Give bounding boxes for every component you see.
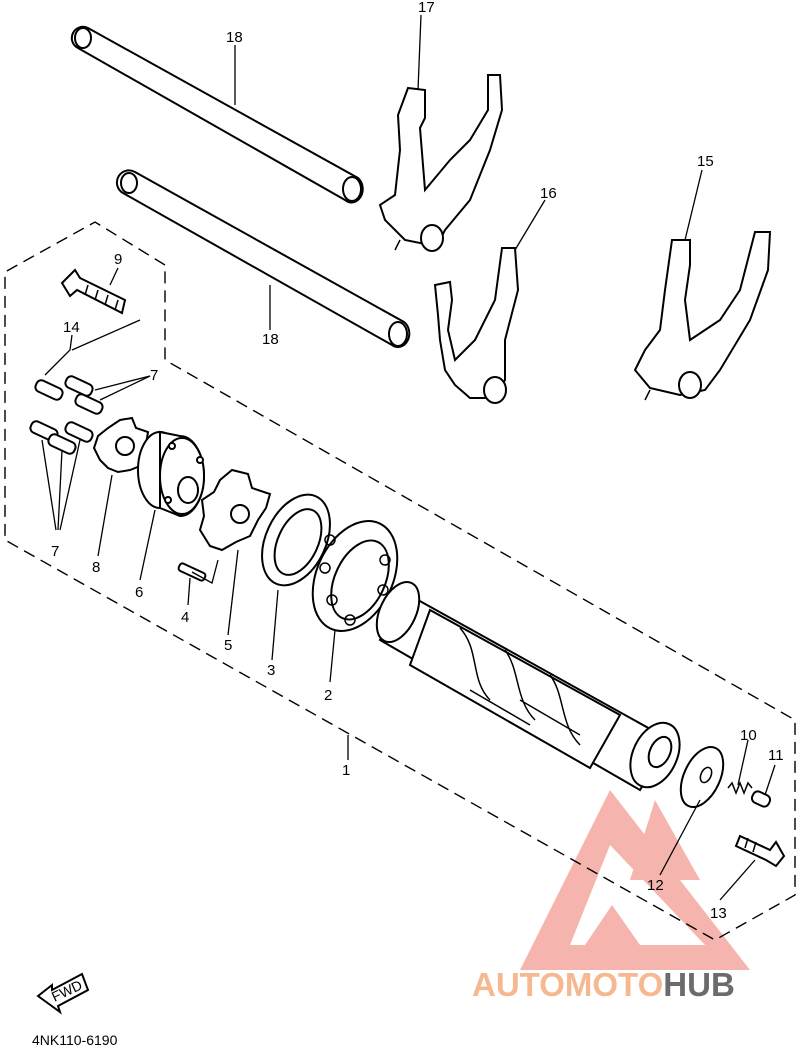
guide-bar-lower — [115, 169, 411, 348]
watermark-part1: AUTOMOTO — [472, 966, 663, 1003]
label-3: 3 — [267, 662, 275, 679]
screw-9 — [60, 268, 127, 315]
label-5: 5 — [224, 637, 232, 654]
label-18-upper: 18 — [226, 29, 243, 46]
label-12: 12 — [647, 877, 664, 894]
watermark-text: AUTOMOTOHUB — [472, 966, 735, 1003]
watermark-part2: HUB — [663, 966, 735, 1003]
shift-fork-17 — [378, 74, 504, 252]
plate-5 — [198, 468, 272, 552]
shift-drum-1 — [375, 581, 681, 792]
spring-10 — [727, 780, 753, 796]
shift-fork-16 — [433, 247, 520, 404]
segment-8 — [92, 416, 152, 474]
drum-segment-6 — [137, 430, 205, 518]
pins-7-lower — [29, 420, 94, 455]
label-7-upper: 7 — [150, 367, 158, 384]
label-14: 14 — [63, 319, 80, 336]
label-10: 10 — [740, 727, 757, 744]
label-6: 6 — [135, 584, 143, 601]
watermark-logo — [520, 790, 750, 970]
assembly-outline — [4, 221, 796, 941]
leader-lines — [41, 14, 776, 901]
label-1: 1 — [342, 762, 350, 779]
label-8: 8 — [92, 559, 100, 576]
guide-bar-upper — [70, 25, 364, 204]
label-9: 9 — [114, 251, 122, 268]
label-11: 11 — [768, 747, 784, 764]
part-labels: 18 17 16 15 18 9 14 7 7 8 6 4 5 3 2 1 10… — [51, 0, 784, 922]
label-15: 15 — [697, 153, 714, 170]
forward-arrow: FWD — [36, 972, 90, 1015]
label-17: 17 — [418, 0, 435, 16]
shift-fork-15 — [633, 231, 772, 401]
svg-text:AUTOMOTOHUB: AUTOMOTOHUB — [472, 966, 735, 1003]
bearing-2 — [311, 520, 399, 632]
reference-code: 4NK110-6190 — [32, 1032, 118, 1048]
label-4: 4 — [181, 609, 189, 626]
label-16: 16 — [540, 185, 557, 202]
screw-13 — [734, 834, 786, 868]
pins-7-upper — [34, 375, 104, 415]
label-18-lower: 18 — [262, 331, 279, 348]
oil-seal-3 — [261, 493, 331, 587]
label-2: 2 — [324, 687, 332, 704]
label-13: 13 — [710, 905, 727, 922]
pin-11 — [750, 790, 772, 808]
label-7-lower: 7 — [51, 543, 59, 560]
washer-12 — [679, 746, 725, 808]
